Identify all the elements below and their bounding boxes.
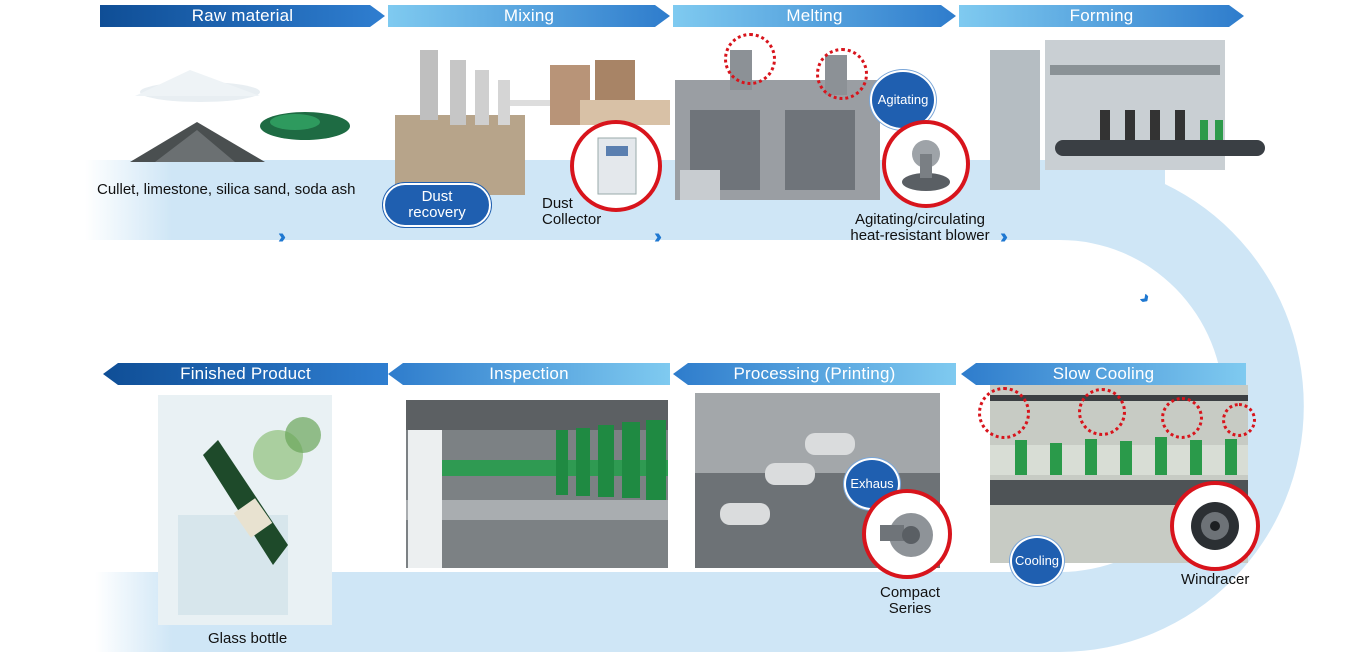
melting-highlight-2 (816, 48, 868, 100)
stage-inspection: Inspection (388, 363, 670, 385)
raw-materials-label: Cullet, limestone, silica sand, soda ash (97, 181, 356, 198)
windracer-highlight (1170, 481, 1260, 571)
stage-melting: Melting (673, 5, 956, 27)
compact-series-label: Compact Series (879, 584, 941, 617)
glass-bottle-image (158, 395, 332, 625)
dust-collector-highlight (570, 120, 662, 212)
stage-slow-cooling: Slow Cooling (961, 363, 1246, 385)
mixing-machinery-image (395, 50, 670, 195)
raw-materials-image (130, 70, 350, 162)
stage-finished-product: Finished Product (103, 363, 388, 385)
stage-processing: Processing (Printing) (673, 363, 956, 385)
blower-highlight (882, 120, 970, 208)
blower-label: Agitating/circulating heat-resistant blo… (850, 211, 990, 244)
chevron-right-icon: ››› (654, 226, 662, 248)
cooling-badge: Cooling (1010, 536, 1064, 586)
dust-recovery-badge: Dust recovery (383, 183, 491, 227)
heat-resistant-blower-icon (902, 140, 950, 191)
cooling-fan-highlight-3 (1161, 397, 1203, 439)
windracer-fan-icon (1191, 502, 1239, 550)
stage-forming: Forming (959, 5, 1244, 27)
compact-blower-icon (880, 513, 933, 557)
cooling-fan-highlight-2 (1078, 388, 1126, 436)
forming-machine-image (990, 40, 1265, 190)
stage-raw-material: Raw material (100, 5, 385, 27)
glass-bottle-label: Glass bottle (208, 630, 288, 647)
windracer-label: Windracer (1181, 571, 1250, 588)
compact-series-highlight (862, 489, 952, 579)
chevron-right-icon: ››› (1000, 226, 1008, 248)
dust-collector-product-icon (597, 137, 637, 195)
melting-furnace-image (675, 50, 880, 200)
dust-collector-label: Dust Collector (542, 195, 602, 228)
melting-highlight-1 (724, 33, 776, 85)
inspection-line-image (406, 400, 668, 568)
cooling-fan-highlight-4 (1222, 403, 1256, 437)
chevron-right-icon: ››› (278, 226, 286, 248)
stage-mixing: Mixing (388, 5, 670, 27)
cooling-fan-highlight-1 (978, 387, 1030, 439)
